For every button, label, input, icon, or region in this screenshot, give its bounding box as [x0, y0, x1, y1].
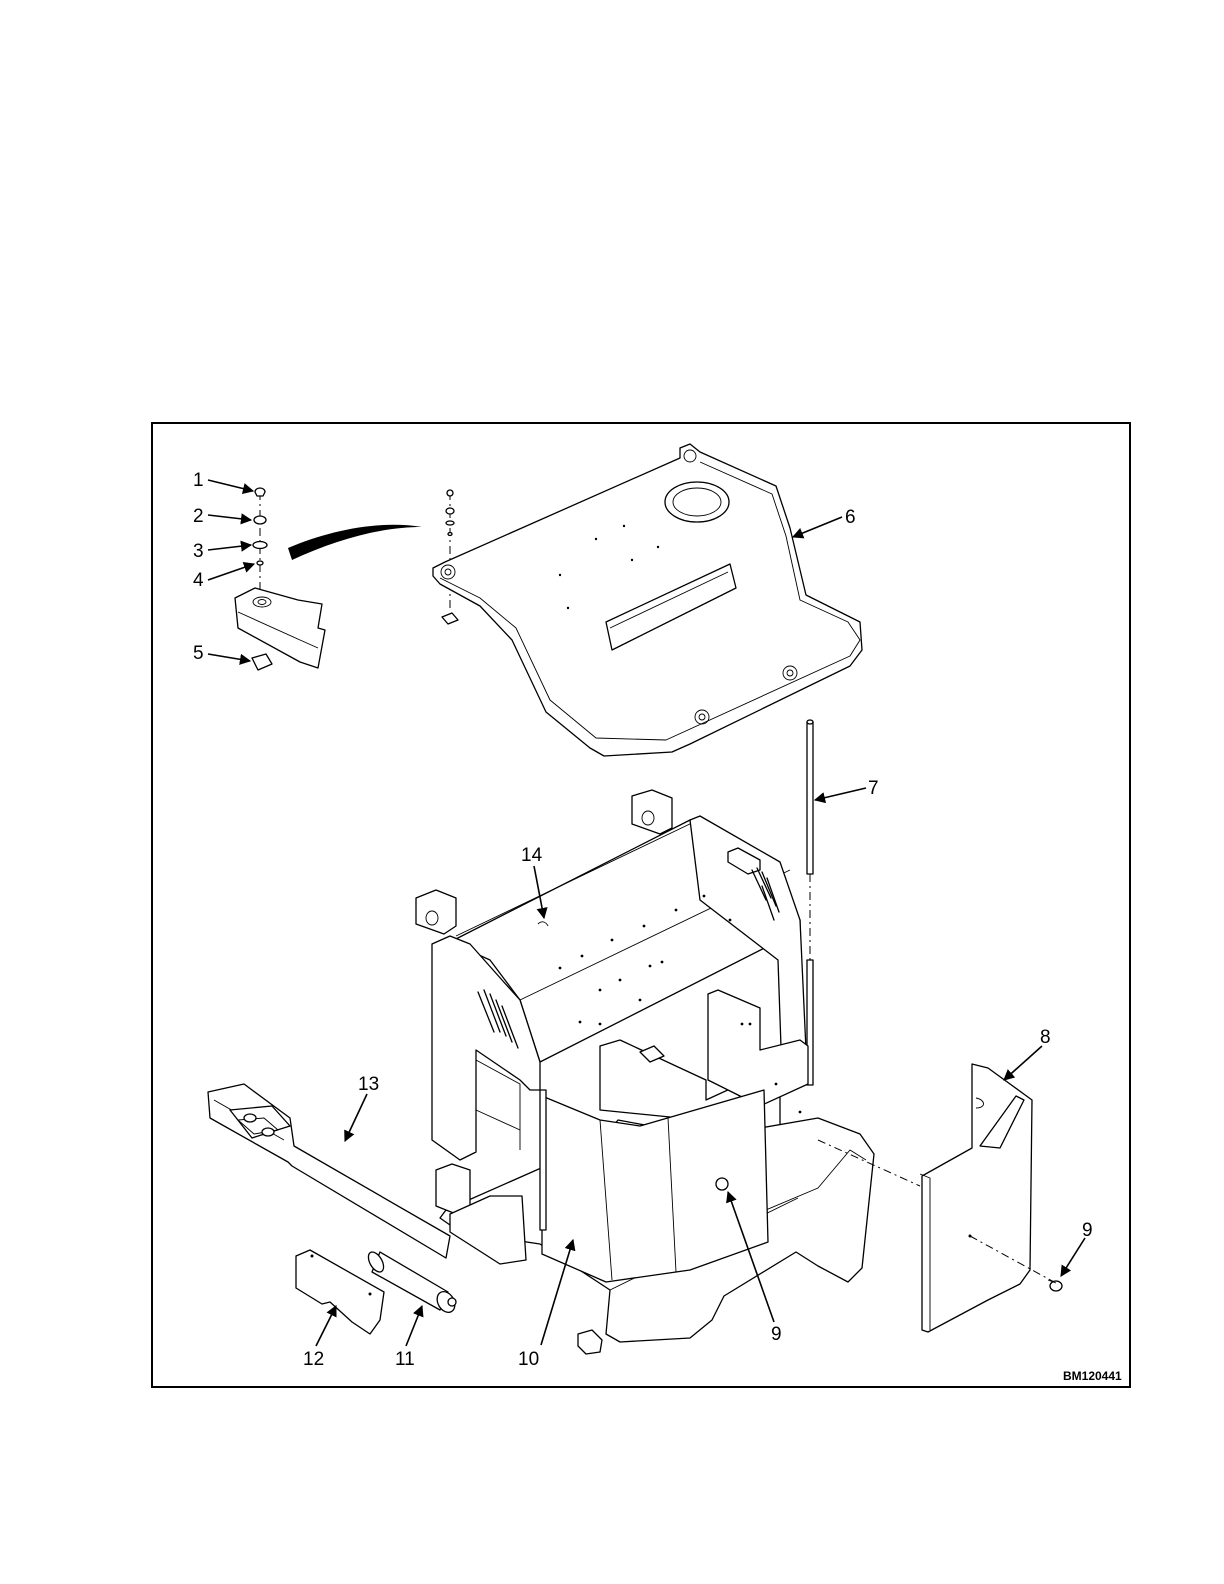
- callout-11: 11: [395, 1349, 415, 1370]
- callout-1: 1: [193, 470, 204, 491]
- bolt-part-9: [1048, 1280, 1062, 1291]
- callout-6: 6: [845, 507, 856, 528]
- callout-9-bolt: 9: [1082, 1220, 1093, 1241]
- callout-13: 13: [358, 1074, 379, 1095]
- nut-part-2: [254, 516, 266, 524]
- battery-cover-part-10: [540, 1090, 768, 1282]
- drawing-code: BM120441: [1063, 1369, 1122, 1383]
- tiller-arm-part-13: [208, 1084, 450, 1258]
- bracket-detail: [235, 588, 325, 668]
- callout-14: 14: [521, 845, 543, 866]
- callout-12: 12: [303, 1349, 324, 1370]
- curved-arrow: [288, 525, 422, 560]
- callout-10: 10: [518, 1349, 539, 1370]
- ring-part-4: [257, 561, 263, 565]
- screw-part-1: [255, 488, 265, 496]
- callout-9-plug: 9: [771, 1324, 782, 1345]
- callout-3: 3: [193, 541, 204, 562]
- callout-4: 4: [193, 570, 204, 591]
- callout-8: 8: [1040, 1027, 1051, 1048]
- washer-part-3: [253, 542, 267, 549]
- callout-5: 5: [193, 643, 204, 664]
- callout-7: 7: [868, 778, 879, 799]
- rod-part-7: [807, 720, 813, 1085]
- fastener-detail: [235, 488, 422, 670]
- top-cover-part-6: [433, 444, 862, 756]
- callout-2: 2: [193, 506, 204, 527]
- clip-part-5: [252, 654, 272, 670]
